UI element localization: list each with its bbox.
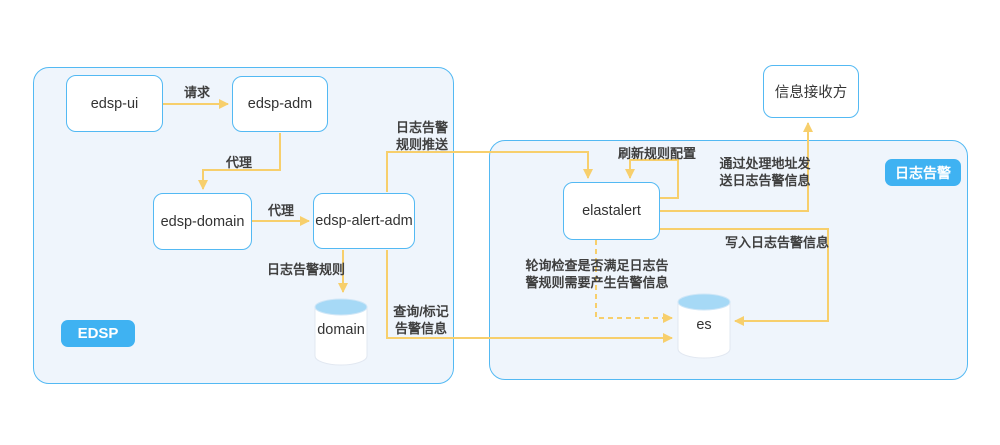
cylinder-shape (314, 298, 368, 366)
edge-label-log-alert-rule: 日志告警规则 (266, 262, 346, 277)
edge-label-proxy-adm-domain: 代理 (225, 155, 253, 170)
edge-label-query-mark: 查询/标记 告警信息 (393, 304, 449, 336)
node-edsp-ui: edsp-ui (66, 75, 163, 132)
node-edsp-domain: edsp-domain (153, 193, 252, 250)
edge-label-poll-check: 轮询检查是否满足日志告 警规则需要产生告警信息 (525, 258, 669, 290)
edsp-group-badge: EDSP (61, 320, 135, 347)
database-es: es (677, 293, 731, 359)
log-alert-group-badge: 日志告警 (885, 159, 961, 186)
database-es-label: es (696, 317, 712, 333)
node-edsp-alert-adm: edsp-alert-adm (313, 193, 415, 249)
edge-label-request: 请求 (183, 85, 211, 100)
edge-label-rule-push: 日志告警 规则推送 (395, 120, 449, 152)
node-edsp-adm: edsp-adm (232, 76, 328, 132)
database-domain: domain (314, 298, 368, 366)
edge-label-proxy-domain-alert: 代理 (267, 203, 295, 218)
database-domain-label: domain (317, 322, 365, 338)
edge-label-write-alert-info: 写入日志告警信息 (724, 235, 830, 250)
node-message-receiver: 信息接收方 (763, 65, 859, 118)
node-elastalert: elastalert (563, 182, 660, 240)
edge-label-send-via-address: 通过处理地址发 送日志告警信息 (719, 156, 811, 188)
edge-label-refresh-rule-config: 刷新规则配置 (617, 146, 697, 161)
